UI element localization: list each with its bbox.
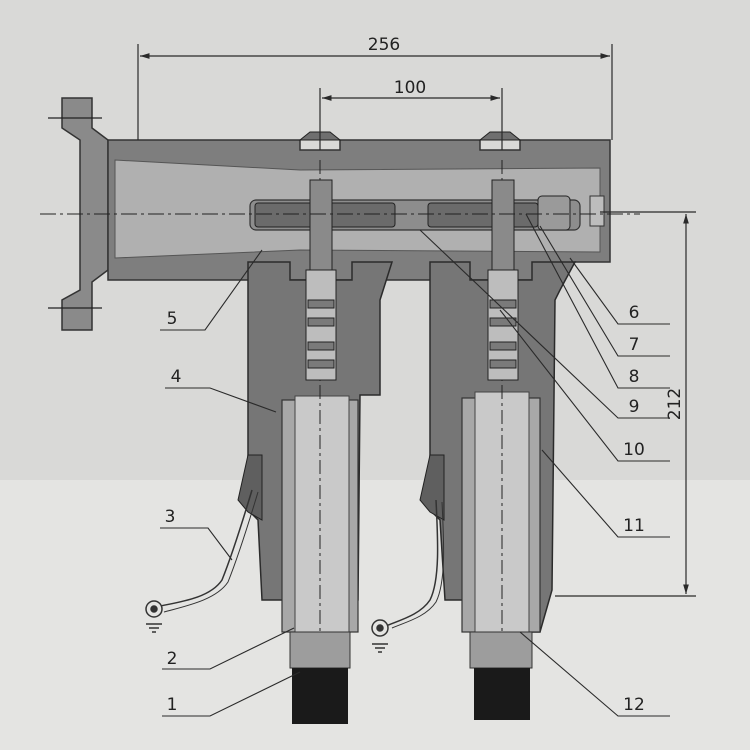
callout-9: 9	[629, 397, 640, 417]
dimension-height	[555, 211, 696, 597]
dimension-height-label: 212	[665, 388, 685, 420]
callout-4: 4	[171, 367, 182, 387]
callouts: 1 2 3 4 5 6 7 8 9 10 11 12	[165, 303, 645, 715]
right-branch	[419, 160, 577, 720]
callout-10: 10	[623, 440, 645, 460]
dimension-overall-width-label: 256	[368, 35, 400, 55]
callout-12: 12	[623, 695, 645, 715]
dimension-pitch	[319, 88, 503, 150]
callout-5: 5	[167, 309, 178, 329]
callout-3: 3	[165, 507, 176, 527]
callout-6: 6	[629, 303, 640, 323]
ground-lead-right	[371, 499, 445, 653]
callout-7: 7	[629, 335, 640, 355]
callout-2: 2	[167, 649, 178, 669]
callout-11: 11	[623, 516, 645, 536]
callout-8: 8	[629, 367, 640, 387]
ground-lead-left	[145, 489, 259, 633]
dimension-pitch-label: 100	[394, 78, 426, 98]
dimension-overall-width	[137, 44, 613, 140]
left-branch	[237, 160, 394, 724]
leader-lines	[160, 213, 670, 717]
callout-1: 1	[167, 695, 178, 715]
